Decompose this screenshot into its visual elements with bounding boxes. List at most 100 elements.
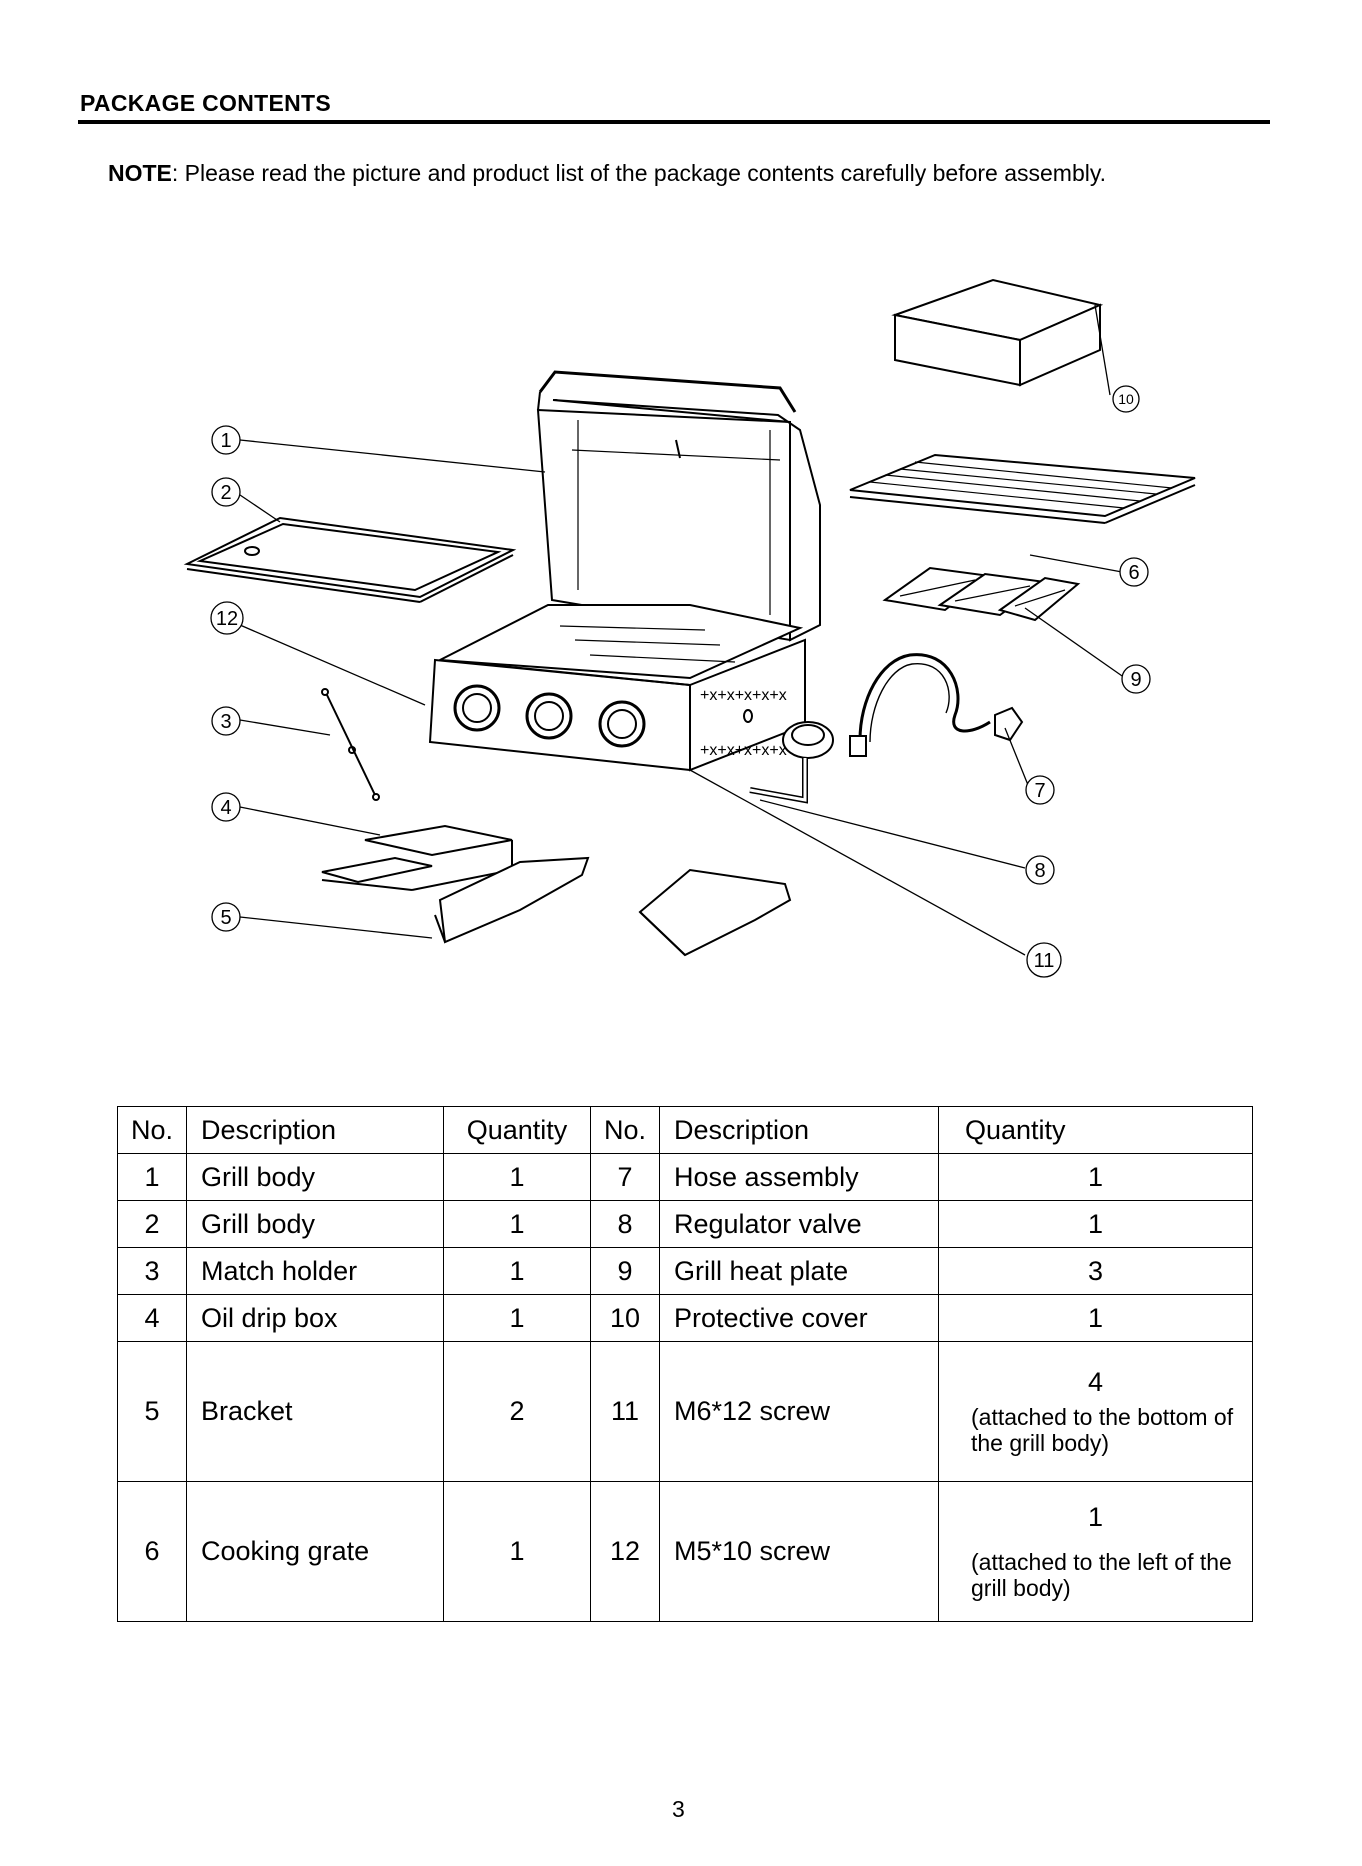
protective-cover-drawing [891, 278, 1104, 387]
cell-no: 6 [117, 1481, 187, 1622]
svg-text:4: 4 [220, 797, 231, 819]
match-holder-drawing [321, 688, 380, 801]
heat-plates-drawing [882, 566, 1081, 622]
assembly-note: NOTE: Please read the picture and produc… [108, 160, 1106, 187]
cell-description: Oil drip box [186, 1294, 444, 1342]
cell-no: 3 [117, 1247, 187, 1295]
cell-description: Regulator valve [659, 1200, 939, 1248]
callout-5: 5 [211, 902, 241, 932]
cell-quantity: 1 [443, 1294, 591, 1342]
callout-6: 6 [1119, 557, 1149, 587]
cell-no: 4 [117, 1294, 187, 1342]
callout-10: 10 [1112, 385, 1140, 413]
cell-description: Grill body [186, 1200, 444, 1248]
cooking-grate-drawing [849, 453, 1196, 524]
cell-no: 1 [117, 1153, 187, 1201]
svg-text:1: 1 [220, 430, 231, 452]
svg-text:2: 2 [220, 482, 231, 504]
svg-text:11: 11 [1034, 950, 1055, 972]
note-text: : Please read the picture and product li… [171, 160, 1107, 186]
table-row: 3 Match holder 1 9 Grill heat plate 3 [117, 1247, 1253, 1295]
bracket-right-drawing [638, 868, 792, 957]
svg-text:9: 9 [1130, 669, 1141, 691]
cell-quantity: 1 [938, 1200, 1253, 1248]
cell-description: Bracket [186, 1341, 444, 1482]
cell-description: Grill heat plate [659, 1247, 939, 1295]
oil-drip-box-drawing [321, 824, 513, 891]
callout-markers: 1 2 3 4 5 6 7 8 9 10 11 12 [210, 385, 1151, 978]
svg-text:7: 7 [1034, 780, 1045, 802]
svg-text:10: 10 [1118, 391, 1134, 407]
cell-quantity: 1 [443, 1247, 591, 1295]
cell-no: 12 [590, 1481, 660, 1622]
cell-quantity: 1 [938, 1294, 1253, 1342]
table-row: 5 Bracket 2 11 M6*12 screw 4 (attached t… [117, 1341, 1253, 1482]
leader-lines [239, 304, 1126, 956]
header-no-right: No. [590, 1106, 660, 1154]
parts-list-table: No. Description Quantity No. Description… [117, 1106, 1253, 1622]
cell-no: 5 [117, 1341, 187, 1482]
cell-quantity: 1 [938, 1153, 1253, 1201]
svg-text:8: 8 [1034, 860, 1045, 882]
callout-12: 12 [210, 601, 244, 635]
header-quantity-right: Quantity [938, 1106, 1253, 1154]
quantity-value: 4 [1087, 1367, 1104, 1397]
page-heading: PACKAGE CONTENTS [80, 90, 331, 116]
cell-description: M6*12 screw [659, 1341, 939, 1482]
cell-no: 9 [590, 1247, 660, 1295]
cell-description: Grill body [186, 1153, 444, 1201]
grill-body-drawing: +x+x+x+x+x +x+x+x+x+x [428, 604, 806, 772]
svg-text:6: 6 [1128, 562, 1139, 584]
grill-lid-drawing [536, 370, 821, 642]
exploded-parts-diagram: +x+x+x+x+x +x+x+x+x+x [183, 278, 1196, 978]
header-no-left: No. [117, 1106, 187, 1154]
svg-text:3: 3 [220, 711, 231, 733]
cell-quantity: 1 [443, 1153, 591, 1201]
cell-quantity: 3 [938, 1247, 1253, 1295]
callout-7: 7 [1025, 775, 1055, 805]
header-description-right: Description [659, 1106, 939, 1154]
cell-no: 2 [117, 1200, 187, 1248]
callout-1: 1 [211, 425, 241, 455]
svg-text:+x+x+x+x+x: +x+x+x+x+x [700, 687, 787, 704]
heading-rule [78, 120, 1270, 124]
header-description-left: Description [186, 1106, 444, 1154]
page-number: 3 [672, 1796, 685, 1822]
table-row: 2 Grill body 1 8 Regulator valve 1 [117, 1200, 1253, 1248]
header-quantity-left: Quantity [443, 1106, 591, 1154]
callout-2: 2 [211, 477, 241, 507]
table-row: 4 Oil drip box 1 10 Protective cover 1 [117, 1294, 1253, 1342]
cell-quantity: 2 [443, 1341, 591, 1482]
regulator-valve-drawing [749, 721, 834, 804]
callout-3: 3 [211, 706, 241, 736]
bracket-left-drawing [434, 856, 590, 944]
table-header-row: No. Description Quantity No. Description… [117, 1106, 1253, 1154]
quantity-value: 1 [1087, 1502, 1104, 1532]
cell-quantity: 1 [443, 1481, 591, 1622]
cell-description: Protective cover [659, 1294, 939, 1342]
cell-quantity: 1 [443, 1200, 591, 1248]
svg-text:+x+x+x+x+x: +x+x+x+x+x [700, 742, 787, 759]
callout-8: 8 [1025, 855, 1055, 885]
callout-4: 4 [211, 792, 241, 822]
cell-description: Hose assembly [659, 1153, 939, 1201]
callout-9: 9 [1121, 664, 1151, 694]
cell-description: Match holder [186, 1247, 444, 1295]
cell-no: 10 [590, 1294, 660, 1342]
cell-no: 8 [590, 1200, 660, 1248]
svg-text:5: 5 [220, 907, 231, 929]
cell-quantity: 4 (attached to the bottom of the grill b… [938, 1341, 1253, 1482]
cell-no: 11 [590, 1341, 660, 1482]
cell-no: 7 [590, 1153, 660, 1201]
cell-description: Cooking grate [186, 1481, 444, 1622]
note-label: NOTE [108, 160, 172, 186]
hose-assembly-drawing [849, 653, 1024, 757]
quantity-note: (attached to the bottom of the grill bod… [971, 1404, 1234, 1456]
cell-quantity: 1 (attached to the left of the grill bod… [938, 1481, 1253, 1622]
table-row: 6 Cooking grate 1 12 M5*10 screw 1 (atta… [117, 1481, 1253, 1622]
griddle-plate-drawing [183, 516, 517, 603]
callout-11: 11 [1026, 942, 1062, 978]
quantity-note: (attached to the left of the grill body) [971, 1549, 1232, 1601]
table-row: 1 Grill body 1 7 Hose assembly 1 [117, 1153, 1253, 1201]
cell-description: M5*10 screw [659, 1481, 939, 1622]
